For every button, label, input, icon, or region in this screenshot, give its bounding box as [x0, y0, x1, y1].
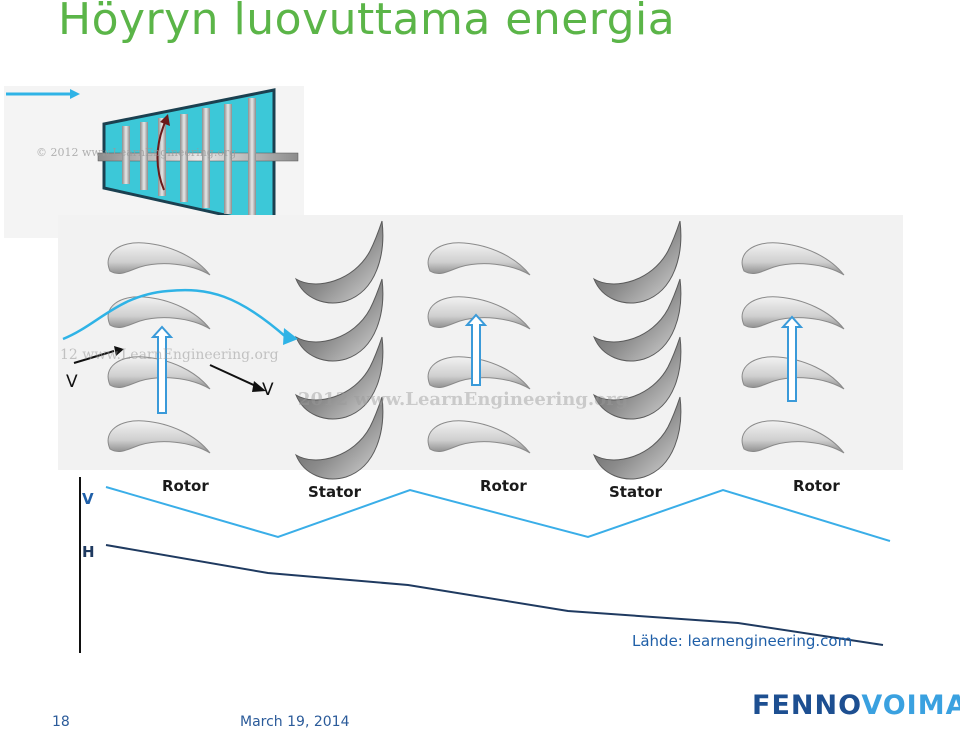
logo-part-2: VOIMA	[861, 690, 960, 721]
rotor-motion-arrow	[150, 325, 174, 414]
streamline-arrowhead	[283, 328, 298, 345]
rotor-blade	[107, 242, 211, 276]
page-number: 18	[52, 714, 70, 730]
turbine-blade	[158, 118, 166, 196]
inset-watermark: © 2012 www.LearnEngineering.org	[36, 146, 236, 159]
slide-title: Höyryn luovuttama energia	[58, 0, 676, 45]
rotor-blade	[741, 420, 845, 454]
fennovoima-logo: FENNOVOIMA	[752, 690, 960, 721]
stator-blade	[294, 396, 384, 480]
flow-curve-arrowhead	[160, 114, 170, 126]
stator-blade	[294, 336, 384, 420]
enthalpy-axis-label: H	[82, 543, 95, 561]
turbine-blade	[122, 126, 130, 184]
flow-curve-arrow	[156, 119, 167, 191]
turbine-blade	[248, 98, 256, 220]
stator-blade	[592, 396, 682, 480]
rotor-motion-arrow	[464, 313, 488, 386]
rotor-blade	[107, 420, 211, 454]
inlet-velocity-arrowhead	[114, 346, 124, 356]
turbine-blade	[224, 104, 232, 214]
stator-blade	[294, 278, 384, 362]
rotor-blade	[427, 420, 531, 454]
rotor-blade	[427, 242, 531, 276]
outlet-velocity-arrowhead	[252, 381, 266, 392]
logo-part-1: FENNO	[752, 690, 862, 721]
turbine-blade-rows	[122, 98, 256, 220]
rotor-blade	[107, 296, 211, 330]
rotor-blade	[741, 242, 845, 276]
outlet-velocity-label: V	[262, 380, 274, 400]
rotor-label: Rotor	[480, 477, 527, 495]
enthalpy-line	[105, 544, 884, 646]
turbine-blade	[202, 108, 210, 208]
stator-label: Stator	[308, 483, 362, 501]
stator-blade	[592, 336, 682, 420]
inlet-velocity-arrow	[73, 350, 115, 364]
turbine-casing-illustration: © 2012 www.LearnEngineering.org	[4, 86, 304, 238]
rotor-label: Rotor	[162, 477, 209, 495]
diagram-watermark-center: 2012 www.LearnEngineering.org	[298, 389, 629, 410]
rotor-label: Rotor	[793, 477, 840, 495]
velocity-axis-label: V	[82, 490, 94, 508]
source-note: Lähde: learnengineering.com	[632, 632, 853, 650]
rotor-blade	[427, 296, 531, 330]
velocity-line	[105, 486, 891, 542]
stator-blade	[294, 220, 384, 304]
inlet-velocity-label: V	[66, 372, 78, 392]
stator-blade	[592, 278, 682, 362]
rotor-blade	[741, 296, 845, 330]
turbine-blade	[180, 114, 188, 202]
turbine-shaft	[97, 152, 299, 162]
steam-flow-streamline	[62, 288, 287, 341]
outlet-velocity-arrow	[209, 364, 259, 388]
stator-label: Stator	[609, 483, 663, 501]
rotor-motion-arrow	[780, 315, 804, 402]
steam-inlet-arrowhead	[70, 89, 80, 99]
rotor-stator-diagram: V V 12 www.LearnEngineering.org 2012 www…	[58, 215, 903, 655]
turbine-blade	[140, 122, 148, 190]
diagram-watermark-left: 12 www.LearnEngineering.org	[60, 347, 279, 363]
stator-blade	[592, 220, 682, 304]
slide-date: March 19, 2014	[240, 714, 350, 730]
